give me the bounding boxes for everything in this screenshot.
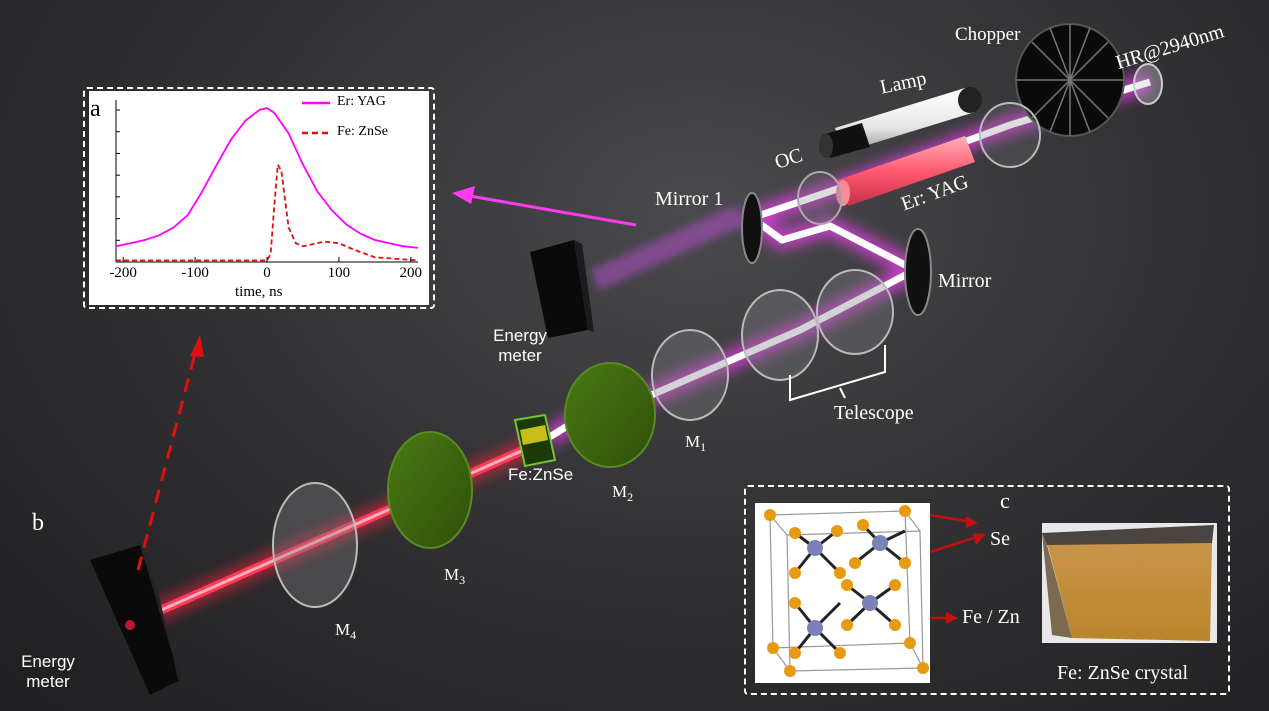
m1-base: M (685, 432, 701, 451)
lattice-image (755, 503, 930, 683)
telescope-bracket (789, 345, 886, 402)
mirror-1 (741, 192, 763, 264)
turning-mirror (904, 228, 932, 316)
fe-znse-crystal (513, 413, 557, 468)
legend-er-yag: Er: YAG (337, 94, 386, 109)
crystal-illustration (1042, 525, 1214, 641)
arrow-to-panel-a (452, 186, 637, 227)
series-line-1 (116, 161, 419, 262)
label-m4: M4 (335, 620, 356, 643)
panel-c-letter: c (1000, 488, 1010, 513)
beam-to-energy-meter (590, 204, 745, 291)
m3-sub: 3 (459, 573, 466, 587)
label-m1: M1 (685, 432, 706, 455)
crystal-photo (1042, 523, 1217, 643)
panel-a-box (83, 87, 435, 309)
series-line-0 (115, 107, 419, 249)
m2-base: M (612, 482, 628, 501)
energy-meter-bottom-line1: Energy (21, 652, 75, 671)
oc-mirror (797, 171, 843, 225)
chopper (1015, 23, 1125, 137)
m1-lens (651, 329, 729, 421)
flash-lamp (819, 87, 982, 158)
se-label: Se (990, 528, 1010, 550)
panel-c-box (744, 485, 1230, 695)
fe-zn-label: Fe / Zn (962, 606, 1020, 628)
label-mirror-1: Mirror 1 (655, 188, 724, 210)
m2-sub: 2 (627, 490, 634, 504)
x-tick-label: 200 (399, 265, 423, 281)
x-axis-label: time, ns (235, 284, 283, 300)
label-energy-meter-top: Energy meter (480, 326, 560, 366)
cavity-optic (979, 102, 1041, 168)
m4-base: M (335, 620, 351, 639)
x-tick-label: -100 (181, 265, 209, 281)
energy-meter-top-line2: meter (498, 346, 542, 365)
label-mirror: Mirror (938, 270, 992, 292)
dashed-arrow-to-panel-a (136, 335, 204, 571)
x-tick-label: 0 (263, 265, 271, 281)
panel-a-letter: a (90, 96, 101, 122)
hr-mirror (1133, 63, 1163, 105)
m2-filter (564, 362, 656, 468)
label-m2: M2 (612, 482, 633, 505)
znse-lattice (764, 505, 929, 677)
m4-sub: 4 (350, 628, 357, 642)
legend-fe-znse: Fe: ZnSe (337, 124, 388, 139)
energy-meter-bottom (90, 545, 180, 695)
label-chopper: Chopper (955, 24, 1021, 45)
label-fe-znse: Fe:ZnSe (508, 465, 574, 484)
panel-a-plot-bg (89, 91, 429, 305)
energy-meter-top-line1: Energy (493, 326, 547, 345)
label-energy-meter-bottom: Energy meter (8, 652, 88, 692)
m3-filter (387, 431, 473, 549)
x-tick-label: 100 (327, 265, 351, 281)
panel-b-letter: b (32, 510, 44, 536)
telescope-lenses (741, 269, 894, 381)
energy-meter-top (530, 240, 594, 338)
crystal-caption: Fe: ZnSe crystal (1057, 662, 1189, 684)
label-telescope: Telescope (834, 402, 914, 424)
x-tick-label: -200 (109, 265, 137, 281)
m3-base: M (444, 565, 460, 584)
m4-lens (272, 482, 358, 608)
label-m3: M3 (444, 565, 465, 588)
m1-sub: 1 (700, 440, 707, 454)
energy-meter-bottom-line2: meter (26, 672, 70, 691)
